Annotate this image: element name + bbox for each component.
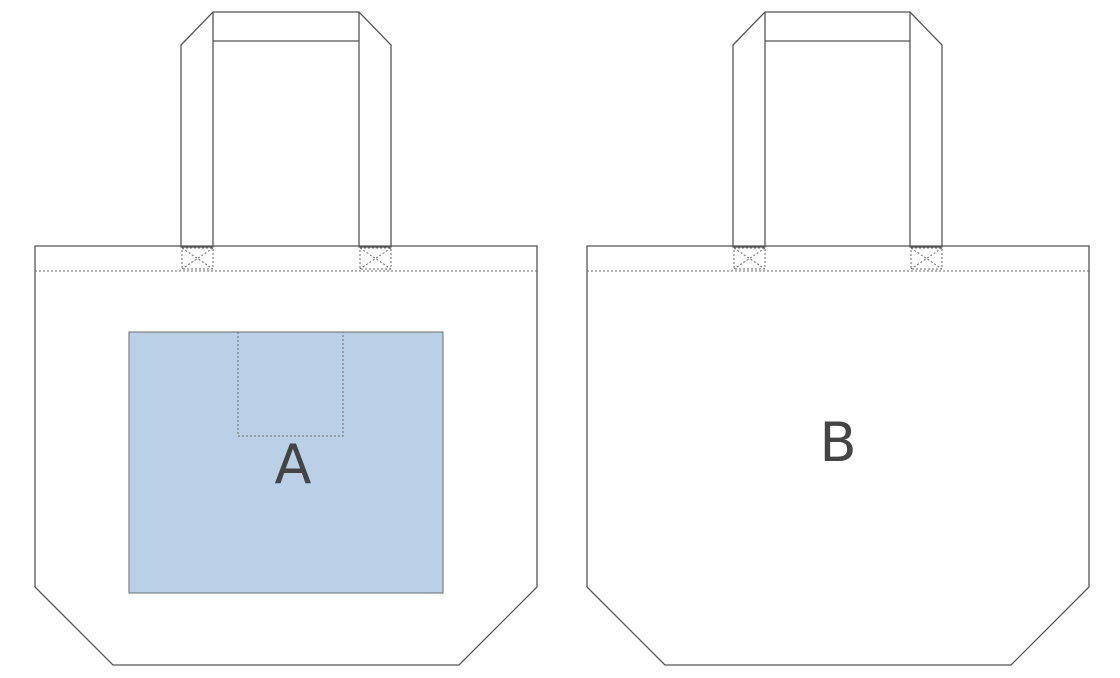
bag-a-handle-stitch-right bbox=[359, 247, 392, 270]
bag-a-print-area bbox=[128, 331, 444, 594]
bag-a-label: A bbox=[275, 433, 312, 496]
bag-b-handle-stitch-right bbox=[910, 247, 943, 270]
tote-bag-b: B bbox=[586, 11, 1090, 666]
bag-b-handle bbox=[732, 11, 943, 248]
bag-b-label: B bbox=[819, 411, 856, 474]
bag-b-body bbox=[586, 245, 1090, 666]
bag-a-handle-stitch-left bbox=[181, 247, 214, 270]
tote-bag-a: A bbox=[34, 11, 538, 666]
bag-a-body bbox=[34, 245, 538, 666]
bag-b-handle-stitch-left bbox=[733, 247, 766, 270]
bag-a-pocket bbox=[237, 331, 344, 437]
bag-a-handle bbox=[180, 11, 392, 248]
